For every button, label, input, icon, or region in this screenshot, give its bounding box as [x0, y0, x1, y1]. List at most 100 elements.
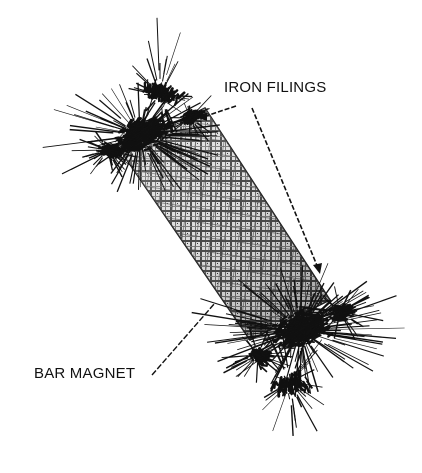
filing-mark [168, 96, 186, 101]
filing-mark [287, 298, 293, 311]
filing-mark [305, 335, 309, 340]
filing-mark [310, 345, 334, 378]
filing-mark [272, 392, 287, 432]
filing-mark [137, 128, 141, 132]
filing-mark [155, 119, 184, 128]
filing-mark [313, 326, 321, 331]
filing-mark [96, 157, 104, 167]
filing-mark [161, 107, 169, 155]
filing-mark [344, 288, 359, 307]
filing-mark [298, 320, 305, 327]
filing-mark [345, 320, 359, 337]
filing-mark [304, 282, 325, 320]
filing-mark [120, 139, 138, 147]
filing-mark [227, 335, 271, 344]
filing-mark [181, 115, 188, 120]
filing-mark [163, 86, 170, 94]
filing-mark [66, 105, 113, 125]
filing-mark [268, 309, 283, 319]
filing-mark [302, 323, 310, 327]
filing-mark [242, 284, 280, 314]
filing-mark [298, 385, 302, 392]
filing-mark [287, 314, 294, 319]
filing-mark [85, 110, 127, 130]
filing-mark [188, 110, 194, 115]
filing-mark [291, 378, 294, 384]
iron-filings-pointer [198, 105, 322, 274]
filing-mark [243, 361, 255, 377]
filing-mark [152, 137, 158, 140]
filing-mark [344, 319, 355, 339]
filing-mark [325, 319, 378, 328]
filing-mark [248, 326, 256, 347]
filing-mark [301, 389, 325, 406]
filing-mark [53, 109, 114, 128]
filing-mark [270, 345, 292, 385]
filing-mark [283, 389, 286, 397]
filing-mark [164, 92, 171, 101]
filing-mark [143, 106, 147, 119]
filing-mark [294, 329, 304, 362]
filing-mark [200, 298, 273, 322]
filing-mark [123, 137, 131, 144]
filing-mark [138, 149, 141, 190]
filing-mark [284, 389, 288, 394]
filing-mark [134, 125, 140, 128]
filing-mark [114, 123, 133, 143]
filing-mark [146, 142, 151, 146]
filing-mark [325, 316, 337, 331]
filing-mark [274, 375, 282, 380]
filing-mark [265, 390, 280, 401]
filing-mark [235, 320, 271, 327]
filing-mark [75, 93, 126, 127]
filing-mark [299, 339, 323, 370]
filing-mark [155, 144, 200, 173]
filing-mark [297, 343, 305, 348]
filing-mark [288, 393, 291, 400]
filing-mark [296, 394, 318, 432]
filing-mark [267, 352, 285, 355]
filing-mark [280, 325, 290, 329]
filing-mark [301, 283, 310, 320]
filing-mark [334, 312, 340, 317]
filing-mark [255, 362, 259, 383]
filing-mark [265, 354, 294, 358]
filing-mark [301, 382, 306, 388]
filing-mark [196, 121, 205, 129]
filing-mark [87, 146, 102, 150]
filing-mark [143, 133, 151, 138]
filing-mark [160, 139, 219, 156]
filing-mark [332, 339, 384, 357]
filing-mark [287, 328, 293, 333]
filing-mark [253, 354, 260, 362]
filing-mark [302, 351, 306, 369]
filing-mark [153, 142, 173, 155]
filing-mark [341, 309, 346, 311]
filing-mark [236, 319, 265, 325]
filing-mark [136, 136, 144, 142]
filing-mark [266, 358, 286, 369]
filing-mark [297, 325, 306, 333]
filing-mark [141, 132, 147, 135]
filing-mark [133, 87, 154, 94]
filing-mark [294, 369, 315, 380]
filing-mark [221, 355, 248, 359]
filing-mark [271, 323, 278, 328]
filing-mark [131, 127, 138, 134]
filing-mark [292, 286, 299, 316]
filing-mark [160, 149, 188, 170]
filing-mark [284, 342, 297, 384]
filing-mark [133, 129, 138, 134]
filing-mark [309, 325, 315, 330]
filing-mark [260, 329, 269, 348]
filing-mark [229, 330, 285, 333]
filing-mark [301, 334, 306, 340]
filing-mark [305, 385, 310, 394]
filing-mark [265, 357, 290, 367]
filing-mark [128, 87, 151, 94]
filing-mark [323, 320, 330, 326]
filing-mark [166, 32, 181, 75]
filing-mark [150, 86, 156, 93]
filing-mark [279, 318, 289, 368]
